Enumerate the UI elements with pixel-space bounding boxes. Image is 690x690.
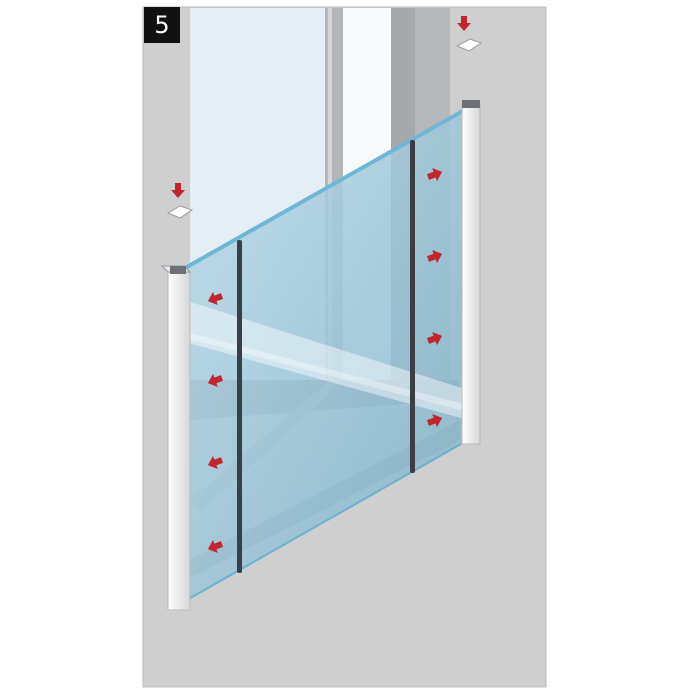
end-post-right: [461, 100, 481, 445]
clamping-bar-right: [410, 140, 415, 473]
clamping-bar-left: [237, 240, 242, 573]
step-number-badge: 5: [144, 7, 180, 43]
glass-reflection: [178, 298, 468, 420]
end-post-left: [160, 265, 192, 611]
glass-reflection-2: [178, 330, 468, 412]
cap-insert-icon: [166, 183, 194, 219]
glass-top-edge: [177, 106, 469, 274]
cap-insert-icon: [455, 16, 483, 52]
